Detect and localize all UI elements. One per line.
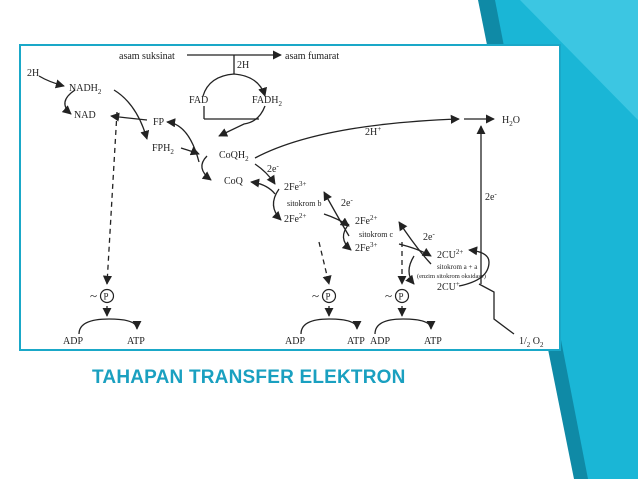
coq-cycle-arc [201, 155, 212, 181]
diagram-frame [19, 44, 561, 351]
label-nad: NAD [74, 110, 96, 121]
label-two-h-plus: 2H+ [365, 125, 381, 138]
coq-to-cytb-arrow [254, 163, 276, 185]
label-e-3: 2e- [423, 230, 435, 243]
label-tilde-1: ~ [90, 288, 97, 303]
nadh-to-fph-arrow [113, 89, 150, 140]
o2-to-h2o-line [478, 283, 515, 335]
label-fe3-b: 2Fe3+ [284, 180, 307, 193]
label-fad: FAD [189, 95, 208, 106]
label-e-2: 2e- [341, 196, 353, 209]
label-adp-1: ADP [63, 336, 83, 347]
label-half-o2: 1/2 O2 [519, 336, 544, 349]
accent-shape-top [520, 0, 638, 120]
adp-atp-curve-2 [300, 318, 362, 335]
dashed-line-1 [102, 111, 118, 285]
phosphate-circle-3 [394, 288, 410, 304]
dashed-line-2 [318, 241, 332, 285]
label-fe3-c: 2Fe3+ [355, 241, 378, 254]
label-fph2: FPH2 [152, 143, 174, 156]
label-cyt-aa3-enzyme: (enzim sitokrom oksidase) [417, 273, 486, 280]
label-cyt-b: sitokrom b [287, 199, 321, 208]
label-e-1: 2e- [267, 162, 279, 175]
nad-cycle-arc [61, 89, 76, 115]
cytc-to-cu-arrow [398, 243, 432, 257]
label-cyt-c: sitokrom c [359, 230, 393, 239]
fad-to-coq-arrow [218, 105, 266, 137]
electron-transport-diagram: asam suksinat asam fumarat 2H FAD FADH2 … [27, 50, 544, 349]
label-adp-3: ADP [370, 336, 390, 347]
label-fumarate: asam fumarat [285, 51, 339, 62]
phosphate-circle-1 [99, 288, 115, 304]
coq-to-fp-arrow [166, 118, 200, 163]
label-cyt-aa3: sitokrom a + a [437, 263, 478, 271]
label-fp: FP [153, 117, 165, 128]
label-nadh2: NADH2 [69, 83, 102, 96]
cytb-cycle-arc [271, 188, 282, 221]
cytb-to-coq-arrow [250, 178, 276, 195]
label-tilde-3: ~ [385, 288, 392, 303]
label-h2o: H2O [502, 115, 520, 128]
label-fe2-c: 2Fe2+ [355, 214, 378, 227]
label-atp-1: ATP [127, 336, 145, 347]
label-atp-2: ATP [347, 336, 365, 347]
label-two-h-top: 2H [237, 60, 249, 71]
label-cu1: 2CU+ [437, 280, 460, 293]
label-coq: CoQ [224, 176, 244, 187]
cytc-cycle-arc [341, 223, 352, 251]
cu-to-cytc-arrow [398, 221, 432, 265]
adp-atp-curve-3 [374, 318, 436, 335]
coqh-to-h2o-arrow [254, 114, 460, 159]
cytb-to-cytc-arrow [323, 213, 350, 227]
label-two-h-left: 2H [27, 68, 39, 79]
cu-cycle-arc [405, 255, 415, 285]
label-coqh2: CoQH2 [219, 150, 249, 163]
label-tilde-2: ~ [312, 288, 319, 303]
cu-cycle-return [458, 246, 490, 287]
label-p-1: P [104, 292, 109, 302]
two-h-to-nadh-arrow [38, 75, 65, 89]
fph-to-coqh-arrow [180, 146, 200, 156]
label-fadh2: FADH2 [252, 95, 282, 108]
label-cu2: 2CU2+ [437, 248, 463, 261]
fp-to-nad-arrow [110, 112, 148, 122]
label-fe2-b: 2Fe2+ [284, 212, 307, 225]
label-p-3: P [399, 292, 404, 302]
label-atp-3: ATP [424, 336, 442, 347]
label-succinate: asam suksinat [119, 51, 175, 62]
slide-title: TAHAPAN TRANSFER ELEKTRON [92, 367, 406, 388]
label-e-4: 2e- [485, 190, 497, 203]
label-adp-2: ADP [285, 336, 305, 347]
phosphate-circle-2 [321, 288, 337, 304]
fad-cycle-arc [202, 73, 267, 97]
label-p-2: P [326, 292, 331, 302]
adp-atp-curve-1 [78, 318, 142, 335]
cytc-to-cytb-arrow [323, 191, 350, 237]
